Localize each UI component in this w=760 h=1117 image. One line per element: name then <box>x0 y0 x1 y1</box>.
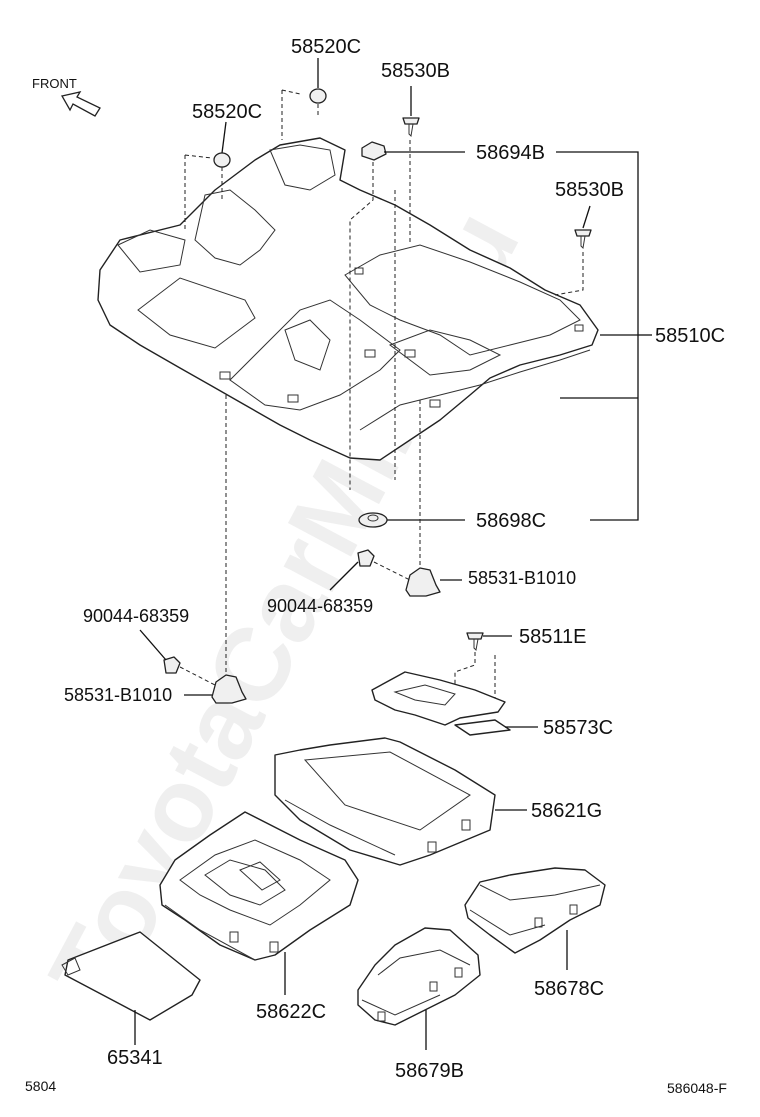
screw-icon <box>402 117 420 125</box>
corner-right-code: 586048-F <box>667 1080 727 1096</box>
nut-left: 90044-68359 <box>83 606 216 686</box>
label-carpet-main: 58510C <box>655 325 725 347</box>
label-box-58679b: 58679B <box>395 1060 464 1082</box>
bracket-icon <box>405 567 441 597</box>
tray-58621g: 58621G <box>274 737 602 866</box>
label-screw-top: 58530B <box>381 60 450 82</box>
label-nut-left: 90044-68359 <box>83 606 189 626</box>
corner-left-code: 5804 <box>25 1078 56 1094</box>
label-tray-58621g: 58621G <box>531 800 602 822</box>
cover-65341: 65341 <box>61 931 201 1069</box>
label-fastener-58698c: 58698C <box>476 510 546 532</box>
screw-top: 58530B <box>381 60 450 245</box>
fastener-icon <box>361 141 387 161</box>
carpet-main-shape <box>97 137 599 461</box>
bracket-left: 58531-B1010 <box>64 395 247 705</box>
label-bracket-right: 58531-B1010 <box>468 568 576 588</box>
panel-58573c: 58573C <box>371 671 613 739</box>
clip-left: 58520C <box>184 101 262 230</box>
tray-shape <box>274 737 496 866</box>
label-bracket-left: 58531-B1010 <box>64 685 172 705</box>
nut-icon <box>357 549 375 567</box>
box-58678c: 58678C <box>464 867 606 1000</box>
front-label: FRONT <box>32 76 77 91</box>
label-clip-58511e: 58511E <box>519 626 586 648</box>
label-screw-right: 58530B <box>555 179 624 201</box>
carpet-main-callout: 58510C <box>560 325 725 399</box>
box-shape <box>464 867 606 954</box>
nut-icon <box>163 656 181 674</box>
label-panel-58573c: 58573C <box>543 717 613 739</box>
carpet-main-drawing <box>97 137 599 461</box>
clip-icon <box>466 632 484 640</box>
clip-58511e: 58511E <box>454 626 586 715</box>
label-box-58678c: 58678C <box>534 978 604 1000</box>
label-cover-65341: 65341 <box>107 1047 163 1069</box>
screw-right: 58530B <box>554 179 624 296</box>
label-fastener-58694b: 58694B <box>476 142 545 164</box>
label-nut-right: 90044-68359 <box>267 596 373 616</box>
box-shape <box>159 811 359 961</box>
label-box-58622c: 58622C <box>256 1001 326 1023</box>
fastener-58698c: 58698C <box>358 510 546 532</box>
label-clip-left: 58520C <box>192 101 262 123</box>
box-shape <box>357 927 481 1026</box>
bracket-icon <box>211 674 247 704</box>
clip-icon <box>213 152 231 168</box>
clip-icon <box>309 88 327 104</box>
cover-shape <box>64 931 201 1021</box>
front-arrow: FRONT <box>32 76 101 117</box>
bracket-right: 58531-B1010 <box>405 400 576 597</box>
box-58679b: 58679B <box>357 927 481 1082</box>
panel-shape <box>371 671 506 726</box>
label-clip-top: 58520C <box>291 36 361 58</box>
front-arrow-icon <box>60 91 101 117</box>
nut-right: 90044-68359 <box>267 549 411 616</box>
fastener-58694b: 58694B <box>349 141 639 521</box>
box-58622c: 58622C <box>159 811 359 1023</box>
screw-icon <box>574 229 592 237</box>
clip-top: 58520C <box>281 36 361 140</box>
